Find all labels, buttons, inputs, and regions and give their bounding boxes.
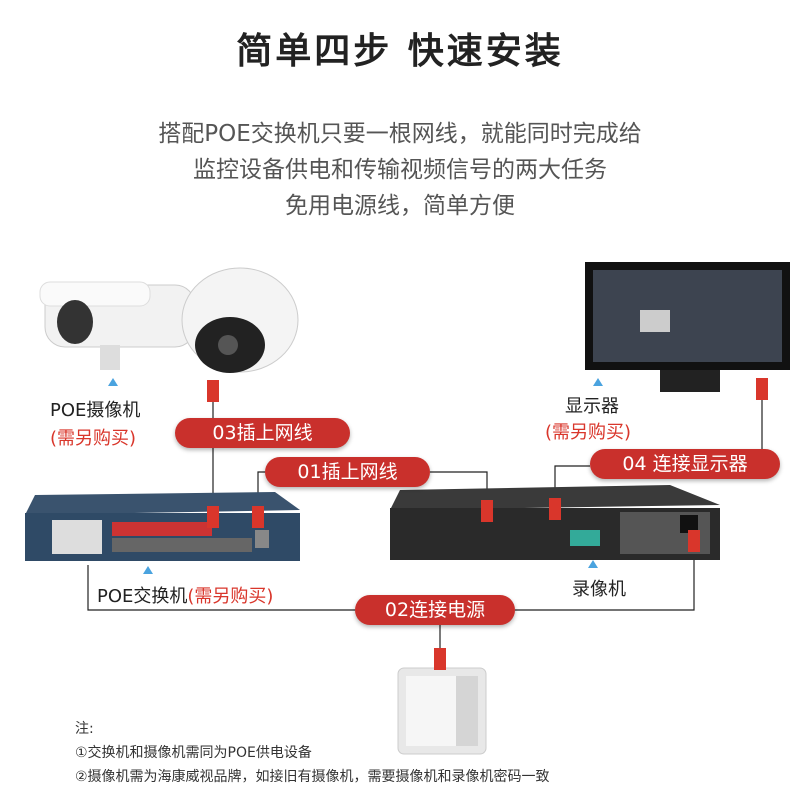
cable-plugs: [207, 378, 768, 670]
power-outlet-image: [397, 667, 487, 755]
switch-note: (需另购买): [187, 586, 274, 607]
note-1: ①交换机和摄像机需同为POE供电设备: [75, 745, 312, 761]
camera-note: (需另购买): [50, 428, 137, 449]
intro-line-1: 搭配POE交换机只要一根网线，就能同时完成给: [158, 121, 642, 147]
note-2: ②摄像机需为海康威视品牌，如接旧有摄像机，需要摄像机和录像机密码一致: [75, 769, 550, 785]
intro-line-3: 免用电源线，简单方便: [285, 193, 515, 219]
dome-camera-image: [181, 267, 299, 373]
step-01-badge: 01插上网线: [265, 457, 430, 487]
bullet-camera-image: [39, 281, 196, 370]
notes-heading: 注:: [75, 721, 94, 737]
nvr-label: 录像机: [572, 579, 626, 600]
monitor-label: 显示器: [565, 396, 619, 417]
monitor-image: [585, 262, 790, 392]
page-title: 简单四步 快速安装: [236, 31, 564, 72]
monitor-note: (需另购买): [545, 422, 632, 443]
step-03-badge: 03插上网线: [175, 418, 350, 448]
camera-label: POE摄像机: [50, 400, 141, 421]
step-04-badge: 04 连接显示器: [590, 449, 780, 479]
intro-line-2: 监控设备供电和传输视频信号的两大任务: [193, 157, 607, 183]
step-02-badge: 02连接电源: [355, 595, 515, 625]
nvr-image: [390, 485, 720, 560]
switch-label: POE交换机(需另购买): [97, 582, 273, 608]
switch-name: POE交换机: [97, 586, 188, 607]
